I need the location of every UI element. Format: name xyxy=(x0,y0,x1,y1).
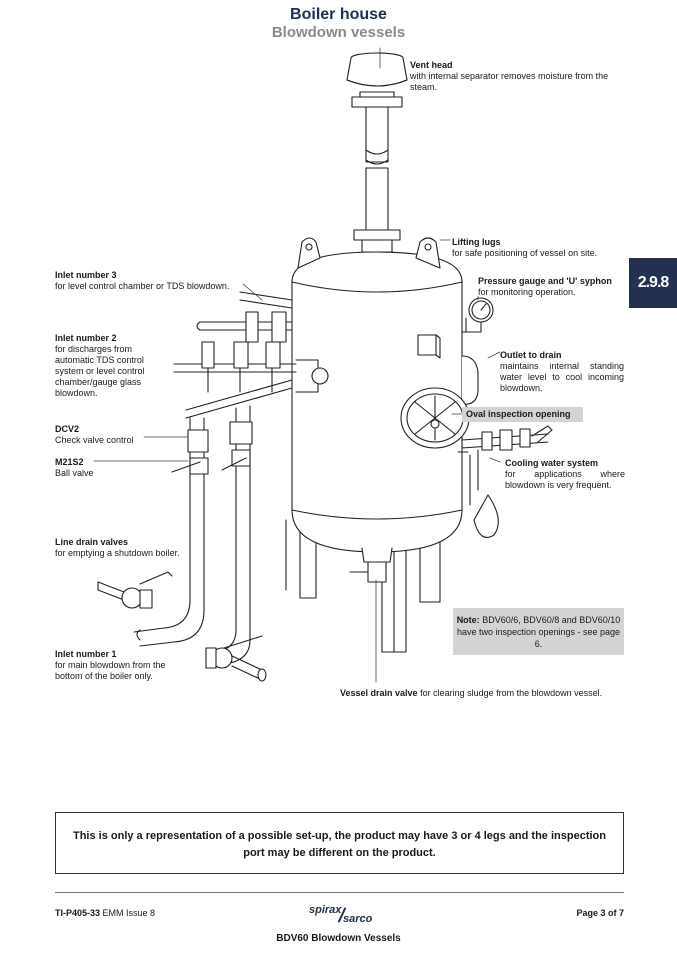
pressure-gauge-icon xyxy=(461,297,494,333)
inlet-2-pipes xyxy=(173,341,329,393)
page-number: Page 3 of 7 xyxy=(576,908,624,918)
doc-ref-code: TI-P405-33 xyxy=(55,908,101,918)
section-tab[interactable]: 2.9.8 xyxy=(629,258,677,308)
note-label: Note: xyxy=(456,615,480,625)
vessel-drain-valve-icon xyxy=(349,561,387,583)
note-box: Note: BDV60/6, BDV60/8 and BDV60/10 have… xyxy=(453,608,624,655)
disclaimer-box: This is only a representation of a possi… xyxy=(55,812,624,874)
line-drain-valve-icon xyxy=(97,571,267,682)
doc-reference: TI-P405-33 EMM Issue 8 xyxy=(55,908,155,918)
footer-divider xyxy=(55,892,624,893)
cooling-water-system xyxy=(457,425,553,538)
oval-inspection-icon xyxy=(400,387,470,449)
inlet-3-pipe xyxy=(196,291,293,343)
outlet-pipe xyxy=(461,355,479,405)
page-title: Boiler house xyxy=(290,6,387,23)
doc-issue: EMM Issue 8 xyxy=(102,908,156,918)
oval-inspection-label: Oval inspection opening xyxy=(462,407,583,422)
note-text: BDV60/6, BDV60/8 and BDV60/10 have two i… xyxy=(456,615,621,649)
footer-title: BDV60 Blowdown Vessels xyxy=(276,933,401,944)
logo-text-top: spirax xyxy=(309,904,342,916)
vent-head-icon xyxy=(346,52,408,253)
inlet-1-pipes xyxy=(133,379,293,665)
lifting-lug-icon xyxy=(297,237,441,269)
vessel-body xyxy=(291,251,463,563)
vessel-drain-label: Vessel drain valve for clearing sludge f… xyxy=(340,688,603,698)
spirax-sarco-logo: spirax sarco xyxy=(305,904,385,928)
leader-lines xyxy=(93,47,501,683)
logo-text-bottom: sarco xyxy=(343,913,373,925)
page-subtitle: Blowdown vessels xyxy=(271,24,406,41)
